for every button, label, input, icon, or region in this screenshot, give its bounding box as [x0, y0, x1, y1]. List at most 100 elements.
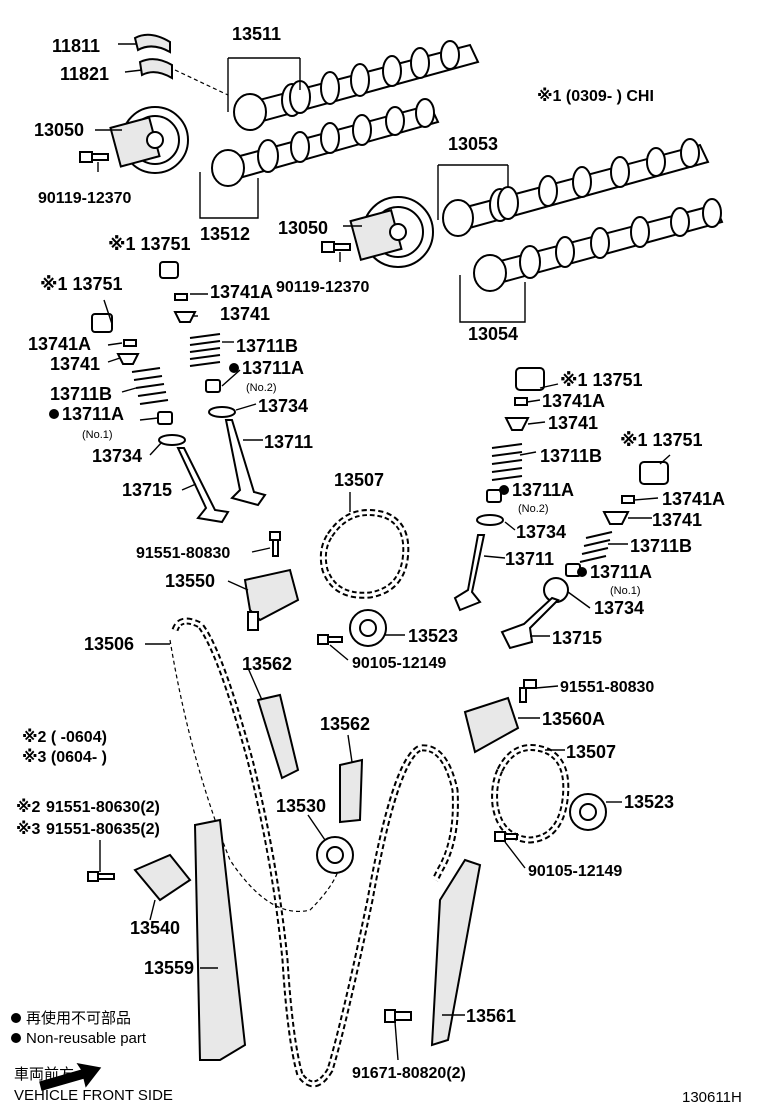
label-note2: ※2 ( -0604) — [22, 728, 107, 746]
label-13751-b: ※1 13751 — [40, 274, 123, 294]
label-13741A-c: 13741A — [542, 391, 605, 411]
label-no1-a: (No.1) — [82, 429, 113, 441]
valve-lifter-13751-right-a — [515, 367, 545, 391]
valve-spring-13711B-left-b — [131, 367, 169, 405]
label-13512: 13512 — [200, 224, 250, 244]
leader-lines — [39, 43, 671, 1091]
label-13751-c: ※1 13751 — [560, 370, 643, 390]
chain-tensioner-13550 — [243, 568, 300, 631]
label-91551-80635: 91551-80635(2) — [46, 821, 160, 838]
label-13734-b: 13734 — [92, 446, 142, 466]
valve-spring-13711B-left-a — [189, 333, 221, 367]
label-13711-b: 13711 — [505, 549, 554, 569]
camshaft-13511 — [233, 40, 480, 131]
label-11821: 11821 — [60, 64, 109, 84]
label-13050-left: 13050 — [34, 120, 84, 140]
label-13054: 13054 — [468, 324, 518, 344]
cam-bearing-cap-11811 — [133, 33, 171, 54]
label-no1-b: (No.1) — [610, 585, 641, 597]
label-13561: 13561 — [466, 1006, 516, 1026]
label-no2-b: (No.2) — [518, 503, 549, 515]
legend-text-en: Non-reusable part — [26, 1030, 147, 1047]
timing-chain-13506 — [169, 617, 459, 1088]
label-13751-d: ※1 13751 — [620, 430, 703, 450]
part-labels: 11811 11821 13511 13050 90119-12370 1351… — [16, 24, 725, 1082]
label-13523-lower: 13523 — [624, 792, 674, 812]
label-no2-a: (No.2) — [246, 382, 277, 394]
chain-tensioner-13540 — [133, 853, 192, 902]
label-13734-a: 13734 — [258, 396, 308, 416]
valve-seal-13711A-left-b — [157, 411, 173, 425]
label-13711A-c: 13711A — [512, 480, 574, 500]
label-13560A: 13560A — [542, 709, 605, 729]
spring-seat-13734-left-b — [158, 434, 186, 446]
label-13715-b: 13715 — [552, 628, 602, 648]
bolt-90105-upper — [317, 634, 343, 645]
label-90119-right: 90119-12370 — [276, 279, 370, 296]
cam-bearing-cap-11821 — [138, 58, 173, 80]
idler-sprocket-13530 — [316, 836, 354, 874]
valve-keeper-13741A-right-a — [514, 397, 528, 406]
label-13741-d: 13741 — [652, 510, 702, 530]
non-reusable-mark-icon — [577, 567, 587, 577]
sprocket-13523-lower — [569, 793, 607, 831]
chain-damper-13561 — [430, 858, 482, 1047]
label-91671: 91671-80820(2) — [352, 1065, 466, 1082]
cam-timing-gear-13050-right — [349, 196, 434, 268]
spring-seat-13734-left-a — [208, 406, 236, 418]
label-90119-left: 90119-12370 — [38, 190, 132, 207]
label-13741-a: 13741 — [220, 304, 270, 324]
timing-chain-13507-upper — [319, 509, 410, 599]
camshaft-13512 — [211, 98, 440, 187]
label-13053: 13053 — [448, 134, 498, 154]
label-91551-80630-ref: ※2 — [16, 798, 41, 816]
label-13711B-a: 13711B — [236, 336, 298, 356]
valve-lifter-13751-right-b — [639, 461, 669, 485]
label-13741A-a: 13741A — [210, 282, 273, 302]
label-13540: 13540 — [130, 918, 180, 938]
chain-slipper-13559 — [193, 818, 247, 1061]
label-11811: 11811 — [52, 36, 100, 56]
label-13711A-d: 13711A — [590, 562, 652, 582]
label-13741-c: 13741 — [548, 413, 598, 433]
spring-seat-13734-right-a — [476, 514, 504, 526]
label-13751-a: ※1 13751 — [108, 234, 191, 254]
bolt-91551-80630 — [87, 871, 115, 882]
label-13734-c: 13734 — [516, 522, 566, 542]
label-90105-lower: 90105-12149 — [528, 863, 622, 880]
valve-retainer-13741-left-b — [116, 353, 140, 365]
label-13711A-a: 13711A — [242, 358, 304, 378]
label-13741A-d: 13741A — [662, 489, 725, 509]
bolt-91671-80820 — [384, 1009, 412, 1023]
label-91551-80635-ref: ※3 — [16, 820, 41, 838]
label-13507-lower: 13507 — [566, 742, 616, 762]
label-13711B-d: 13711B — [630, 536, 692, 556]
label-13711-a: 13711 — [264, 432, 313, 452]
bolt-91551-80830-left — [269, 531, 281, 557]
label-91551-80830-right: 91551-80830 — [560, 679, 654, 696]
bolt-90119-left — [79, 151, 109, 163]
legend: 再使用不可部品 Non-reusable part 車両前方 VEHICLE F… — [11, 1010, 742, 1106]
camshaft-13054 — [473, 198, 724, 292]
valve-retainer-13741-right-b — [602, 511, 630, 525]
label-13559: 13559 — [144, 958, 194, 978]
non-reusable-bullet-icon-2 — [11, 1033, 21, 1043]
label-13711B-c: 13711B — [540, 446, 602, 466]
label-91551-80630: 91551-80630(2) — [46, 799, 160, 816]
valve-13711-left — [224, 419, 267, 507]
non-reusable-mark-icon — [49, 409, 59, 419]
sprocket-13523-upper — [349, 609, 387, 647]
label-13734-d: 13734 — [594, 598, 644, 618]
valve-retainer-13741-left-a — [173, 311, 197, 323]
label-13741-b: 13741 — [50, 354, 100, 374]
valve-keeper-13741A-left-a — [174, 293, 188, 301]
label-note3: ※3 (0604- ) — [22, 748, 107, 766]
label-13741A-b: 13741A — [28, 334, 91, 354]
non-reusable-mark-icon — [499, 485, 509, 495]
valve-seal-13711A-left-a — [205, 379, 221, 393]
non-reusable-mark-icon — [229, 363, 239, 373]
non-reusable-bullet-icon — [11, 1013, 21, 1023]
valve-lifter-13751-left-a — [159, 261, 179, 279]
label-13523-upper: 13523 — [408, 626, 458, 646]
